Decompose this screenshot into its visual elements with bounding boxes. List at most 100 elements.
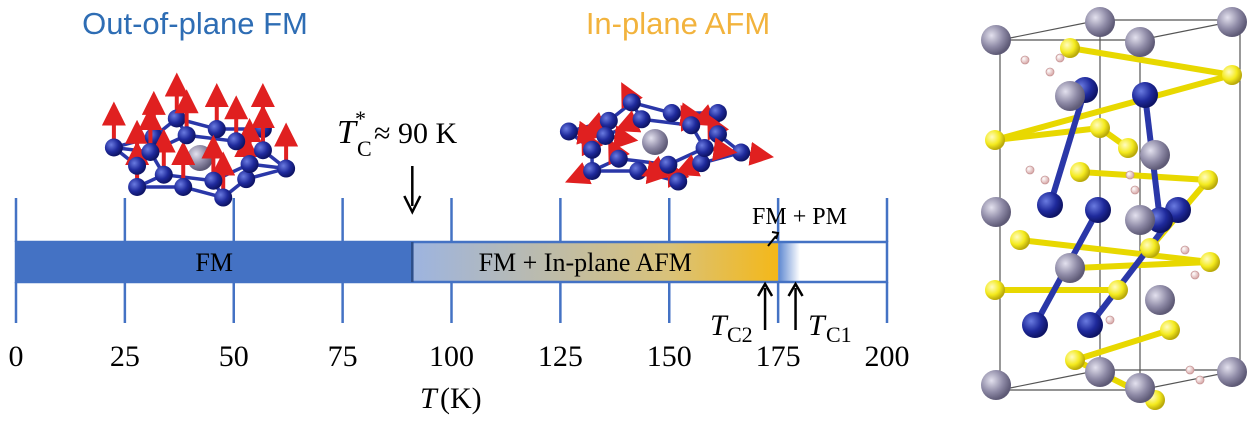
yellow-atom — [1108, 280, 1128, 300]
gray-atom — [1145, 285, 1175, 315]
magnetic-atom — [254, 141, 272, 159]
yellow-atom — [1160, 320, 1180, 340]
tc2-subscript: C2 — [727, 322, 753, 347]
axis-label-unit: (K) — [440, 382, 482, 415]
magnetic-atom — [610, 150, 628, 168]
fm-lattice-illustration — [105, 84, 295, 206]
magnetic-atom — [237, 170, 255, 188]
pink-atom — [1106, 316, 1114, 324]
gray-atom — [1085, 7, 1115, 37]
magnetic-atom — [208, 120, 226, 138]
unit-cell-edge — [1000, 370, 1100, 390]
crystal-bond — [1075, 262, 1210, 268]
unit-cell-edge — [1000, 20, 1100, 40]
magnetic-atom — [732, 144, 750, 162]
fm-pm-label: FM + PM — [752, 204, 847, 230]
tick-label: 150 — [647, 340, 692, 373]
tick-label: 25 — [110, 340, 140, 373]
tick-label: 175 — [756, 340, 801, 373]
crystal-bond — [1080, 172, 1208, 180]
blue-atom — [1037, 192, 1063, 218]
pink-atom — [1126, 171, 1134, 179]
magnetic-atom — [709, 125, 727, 143]
magnetic-atom — [692, 154, 710, 172]
blue-atom — [1132, 82, 1158, 108]
gray-atom — [1125, 27, 1155, 57]
pink-atom — [1041, 176, 1049, 184]
tc1-symbol: T — [808, 309, 827, 342]
magnetic-atom — [682, 116, 700, 134]
yellow-atom — [1060, 38, 1080, 58]
yellow-atom — [1198, 170, 1218, 190]
pink-atom — [1131, 186, 1139, 194]
pink-atom — [1056, 54, 1064, 62]
pink-atom — [1186, 366, 1194, 374]
magnetic-atom — [669, 173, 687, 191]
tick-label: 125 — [538, 340, 583, 373]
magnetic-atom — [214, 189, 232, 207]
magnetic-atom — [709, 104, 727, 122]
crystal-bond — [995, 75, 1232, 140]
magnetic-atom — [663, 104, 681, 122]
yellow-atom — [1010, 230, 1030, 250]
pink-atom — [1196, 376, 1204, 384]
magnetic-atom — [596, 127, 614, 145]
yellow-atom — [1065, 350, 1085, 370]
gray-atom — [981, 25, 1011, 55]
pink-atom — [1181, 246, 1189, 254]
tick-label: 200 — [865, 340, 910, 373]
yellow-atom — [1222, 65, 1242, 85]
gray-atom — [1140, 140, 1170, 170]
gray-atom — [1125, 205, 1155, 235]
magnetic-atom — [155, 166, 173, 184]
tick-label: 0 — [9, 340, 24, 373]
magnetic-atom — [128, 178, 146, 196]
gray-atom — [1055, 81, 1085, 111]
magnetic-atom — [168, 109, 186, 127]
yellow-atom — [1118, 138, 1138, 158]
yellow-atom — [1070, 162, 1090, 182]
tc-star-value: ≈ 90 K — [374, 117, 457, 150]
tc2-label: T C2 — [710, 309, 753, 347]
magnetic-atom — [227, 132, 245, 150]
pink-atom — [1191, 271, 1199, 279]
tc1-label: T C1 — [808, 309, 852, 347]
tc-star-subscript: C — [357, 136, 372, 161]
gray-atom — [1217, 357, 1247, 387]
magnetic-atom — [623, 93, 641, 111]
magnetic-atom — [659, 156, 677, 174]
center-atom — [642, 129, 668, 155]
tick-label: 100 — [429, 340, 474, 373]
phase-segment-label: FM + In-plane AFM — [479, 248, 692, 277]
magnetic-atom — [141, 143, 159, 161]
magnetic-atom — [174, 178, 192, 196]
tick-label: 50 — [219, 340, 249, 373]
magnetic-atom — [128, 157, 146, 175]
tc-star-superscript: * — [355, 106, 366, 131]
title-out-of-plane-fm: Out-of-plane FM — [82, 6, 308, 41]
phase-segment — [778, 242, 800, 282]
yellow-atom — [1090, 118, 1110, 138]
tc1-subscript: C1 — [826, 322, 852, 347]
magnetic-atom — [696, 139, 714, 157]
gray-atom — [1217, 7, 1247, 37]
magnetic-atom — [277, 160, 295, 178]
axis-label: T (K) — [420, 382, 482, 415]
gray-atom — [981, 370, 1011, 400]
magnetic-atom — [629, 162, 647, 180]
tc-star-arrow — [404, 166, 420, 212]
yellow-atom — [985, 280, 1005, 300]
crystal-structure-illustration — [981, 7, 1247, 410]
magnetic-atom — [145, 128, 163, 146]
blue-atom — [1022, 312, 1048, 338]
pink-atom — [1021, 56, 1029, 64]
yellow-atom — [1200, 252, 1220, 272]
center-atom — [187, 145, 213, 171]
magnetic-atom — [600, 112, 618, 130]
title-in-plane-afm: In-plane AFM — [586, 6, 770, 41]
axis-label-symbol: T — [420, 382, 439, 415]
pink-atom — [1046, 68, 1054, 76]
